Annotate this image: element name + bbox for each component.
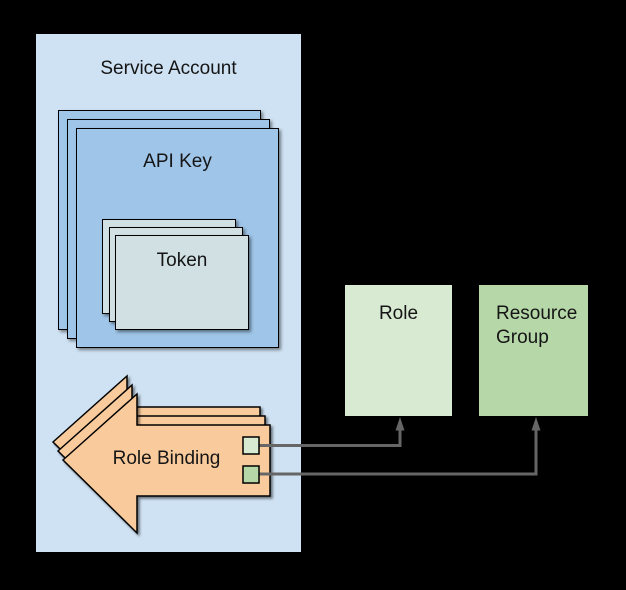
connector-to-role-arrowhead xyxy=(395,417,405,431)
role-box xyxy=(345,285,452,416)
role-port-square xyxy=(242,436,260,455)
role-binding-label: Role Binding xyxy=(112,448,221,469)
connector-to-resource-group-arrowhead xyxy=(531,417,541,431)
resource-group-box xyxy=(479,285,588,416)
resource-group-label: Resource Group xyxy=(496,303,578,348)
role-label: Role xyxy=(378,303,419,324)
token-label: Token xyxy=(156,250,208,271)
resource-group-port-square xyxy=(242,465,260,484)
token-box xyxy=(115,235,249,330)
api-key-label: API Key xyxy=(143,151,212,172)
connector-to-resource-group xyxy=(259,429,538,476)
role-binding-arrow xyxy=(61,392,271,535)
connector-to-role xyxy=(259,429,402,447)
service-account-label: Service Account xyxy=(100,58,237,79)
